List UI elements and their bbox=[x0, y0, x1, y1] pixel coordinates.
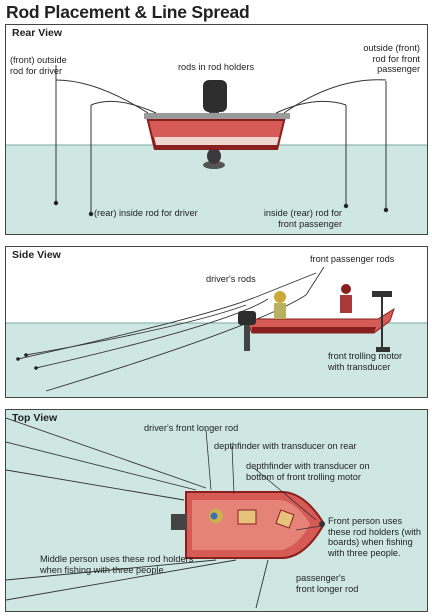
rod-passenger-outside bbox=[283, 79, 387, 114]
outboard-motor bbox=[171, 514, 187, 530]
label-outside-front-passenger: outside (front) rod for front passenger bbox=[363, 43, 420, 74]
lure-markers bbox=[53, 200, 389, 217]
label-depthfinder-bottom: depthfinder with transducer on bottom of… bbox=[246, 461, 370, 482]
lure-markers bbox=[16, 353, 38, 370]
label-rear-inside-driver: (rear) inside rod for driver bbox=[94, 208, 198, 218]
boat-top bbox=[171, 491, 326, 559]
rod-driver-inside bbox=[90, 100, 157, 114]
label-front-trolling-motor: front trolling motor with transducer bbox=[328, 351, 403, 372]
label-inside-rear-passenger: inside (rear) rod for front passenger bbox=[263, 208, 342, 229]
rear-view-title: Rear View bbox=[12, 27, 63, 39]
side-view-panel: Side View driver's rods front passenger … bbox=[5, 246, 428, 398]
side-view-title: Side View bbox=[12, 249, 61, 261]
label-front-outside-driver: (front) outside rod for driver bbox=[10, 55, 67, 76]
label-passengers-front-longer-rod: passenger's front longer rod bbox=[296, 573, 359, 594]
front-seat bbox=[275, 509, 295, 529]
boat-hull-rear bbox=[144, 113, 290, 150]
boat-side bbox=[238, 284, 395, 352]
label-front-passenger-rods: front passenger rods bbox=[310, 254, 395, 264]
trolling-motor bbox=[319, 521, 325, 527]
label-depthfinder-rear: depthfinder with transducer on rear bbox=[214, 441, 357, 451]
passenger-figure bbox=[341, 284, 351, 294]
label-front-person-holders: Front person uses these rod holders (wit… bbox=[328, 516, 421, 558]
leader-lines bbox=[205, 429, 322, 531]
rod-driver-outside bbox=[55, 79, 149, 114]
rear-view-panel: Rear View (front) outside rod for driver… bbox=[5, 24, 428, 235]
rear-view-illustration bbox=[6, 65, 427, 234]
rod-lines bbox=[6, 417, 269, 609]
side-view-illustration bbox=[6, 266, 427, 397]
rods-and-lines bbox=[55, 65, 387, 213]
top-view-illustration bbox=[6, 410, 427, 611]
driver-figure bbox=[274, 291, 286, 303]
label-drivers-front-longer-rod: driver's front longer rod bbox=[144, 423, 239, 433]
trailing-lines bbox=[17, 294, 307, 392]
outboard-motor bbox=[238, 311, 256, 325]
page-title: Rod Placement & Line Spread bbox=[6, 2, 250, 22]
label-middle-person-holders: Middle person uses these rod holders whe… bbox=[40, 554, 194, 575]
water bbox=[6, 323, 427, 397]
top-view-panel: Top View driver's front longer rod depth… bbox=[5, 409, 428, 612]
label-rods-in-holders: rods in rod holders bbox=[177, 62, 255, 72]
rod-passenger-inside bbox=[275, 100, 347, 114]
top-view-title: Top View bbox=[12, 412, 58, 424]
middle-seat bbox=[237, 509, 257, 525]
label-drivers-rods: driver's rods bbox=[206, 274, 256, 284]
